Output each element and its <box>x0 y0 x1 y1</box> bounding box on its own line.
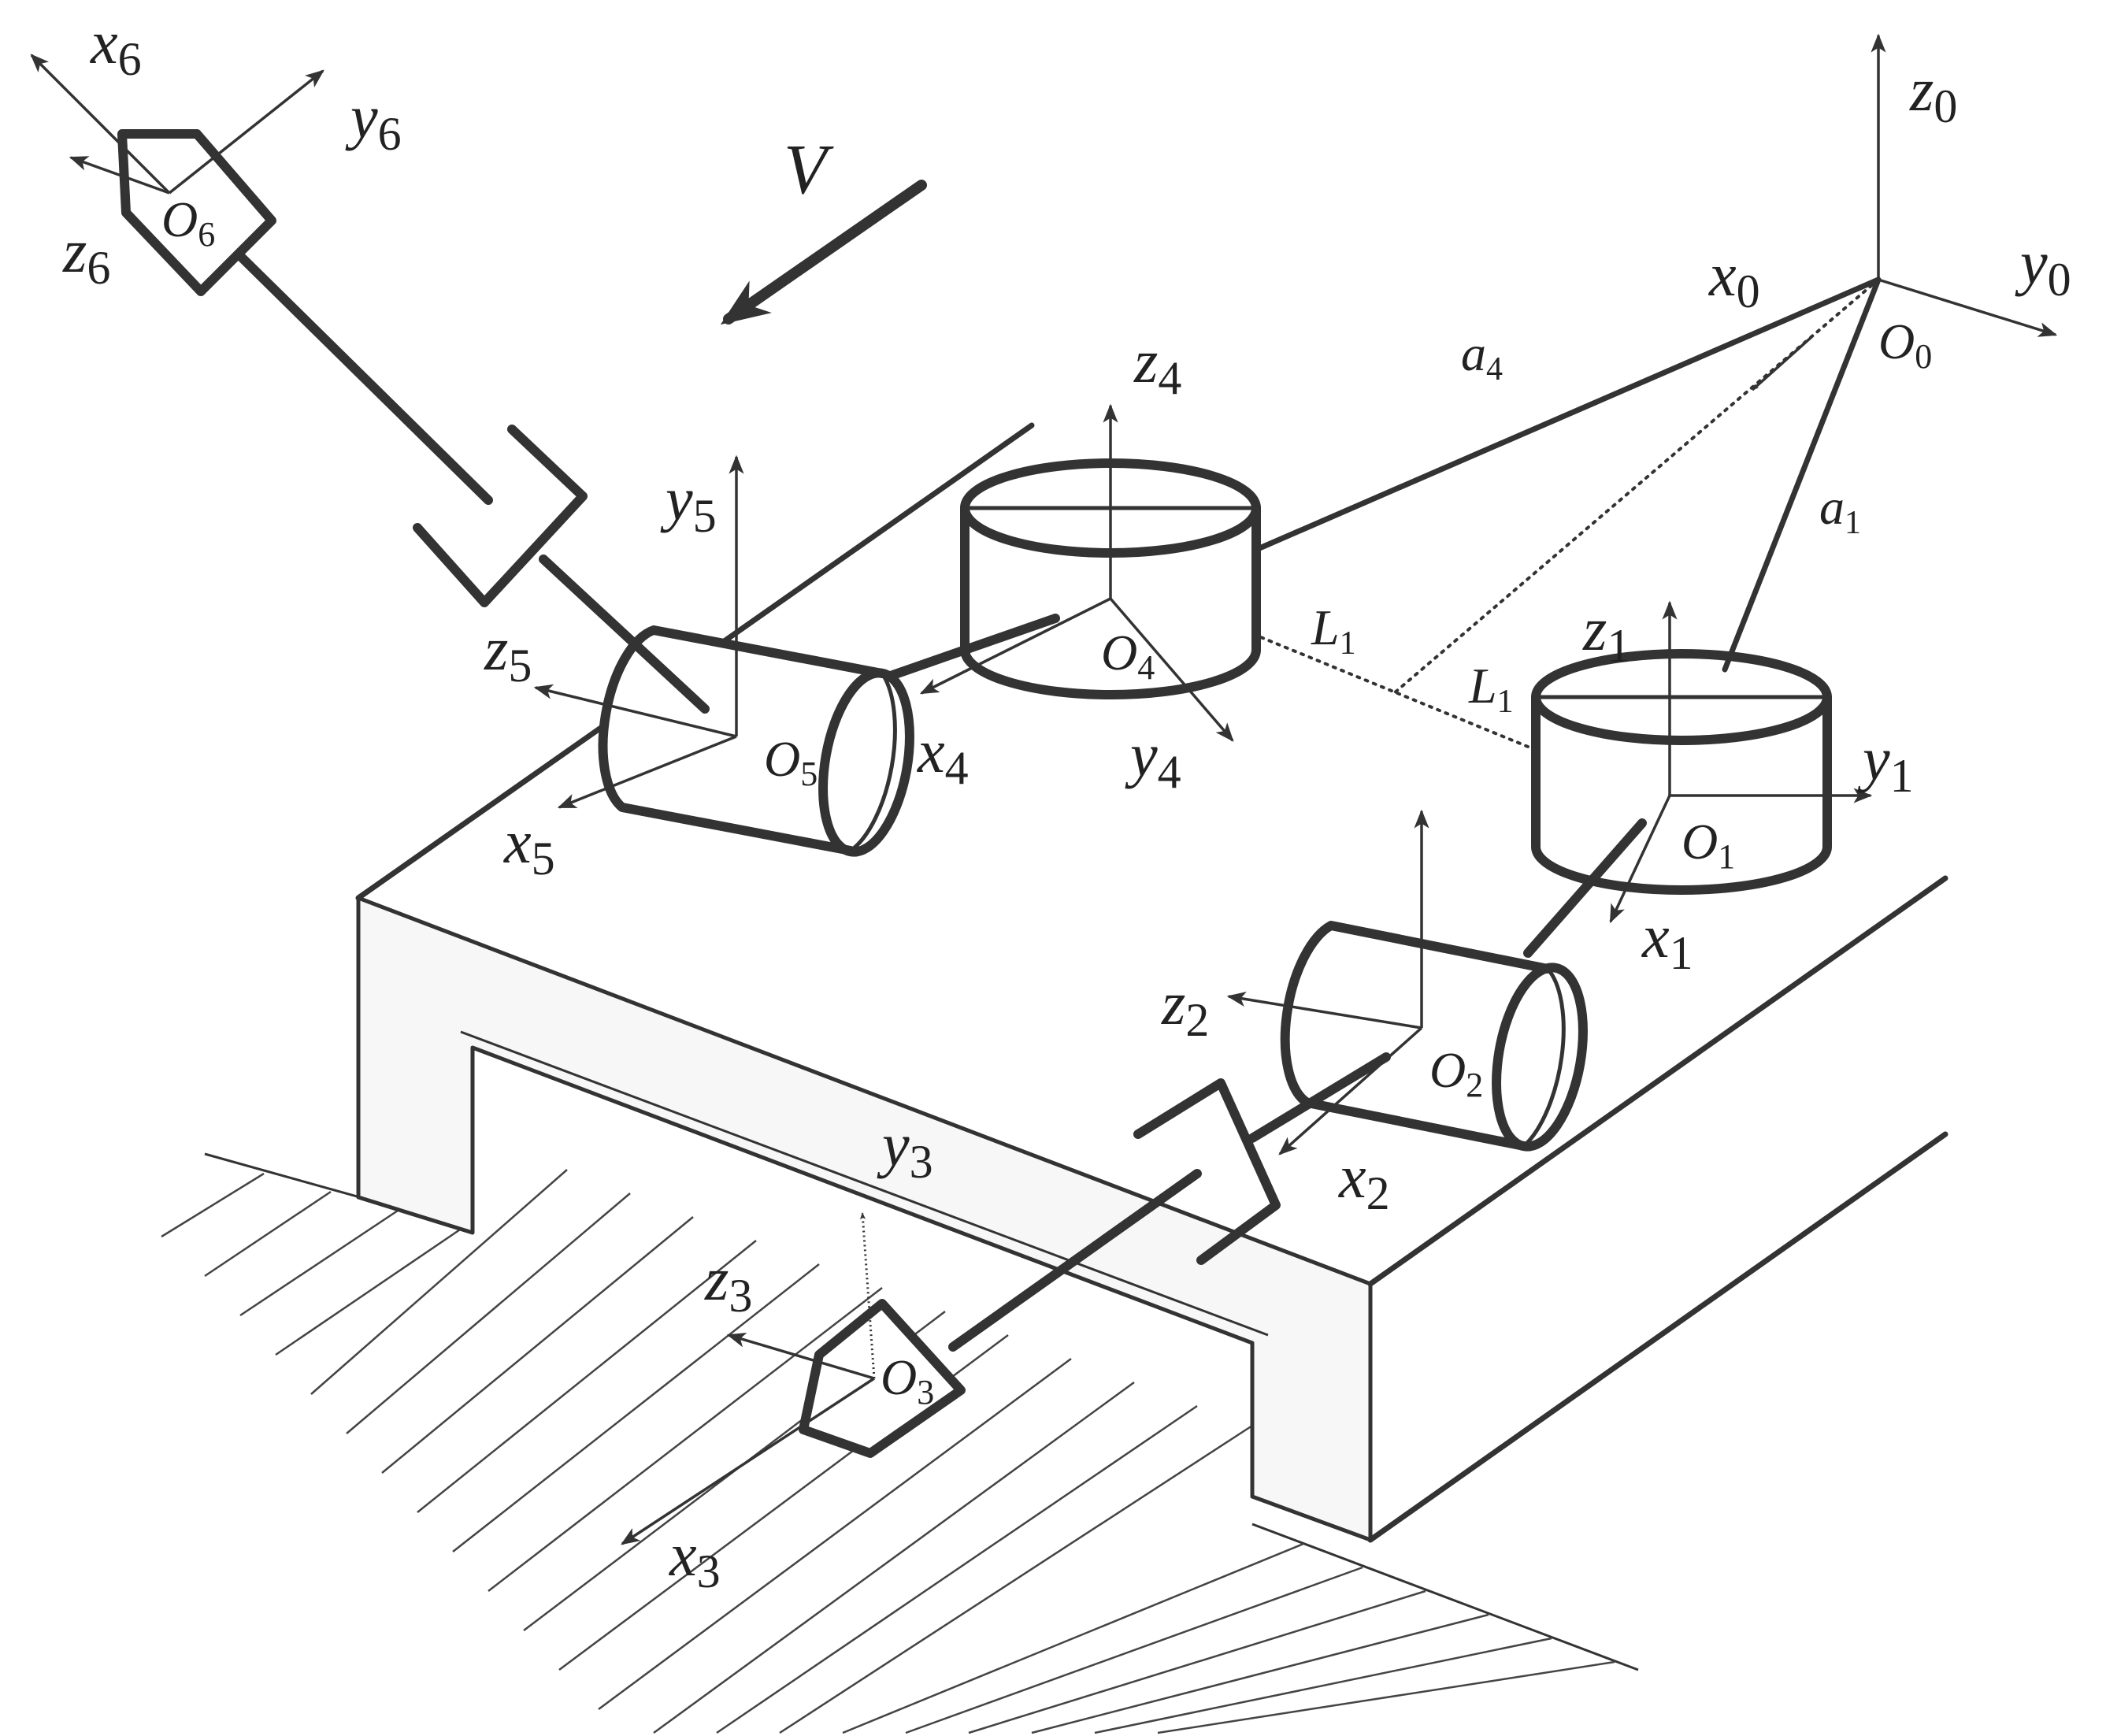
O2-label: O2 <box>1429 1042 1483 1104</box>
platform-bottom-right-edge <box>1367 1131 1948 1543</box>
x1-axis <box>1609 795 1671 924</box>
velocity-label: V <box>784 131 834 209</box>
link-1-2 <box>1523 818 1647 958</box>
link-a4 <box>1249 276 1882 555</box>
x2-label: x2 <box>1338 1142 1390 1219</box>
x6-axis <box>30 54 171 195</box>
z4-label: z4 <box>1133 327 1181 404</box>
joint-2: z2 x2 O2 <box>948 809 1588 1352</box>
joint-4: z4 y4 x4 O4 <box>881 327 1261 798</box>
platform-front-face <box>356 896 1373 1542</box>
z3-label: z3 <box>704 1245 752 1322</box>
link-5-6 <box>235 251 493 505</box>
hook-2 <box>1133 1078 1281 1265</box>
velocity-arrow <box>720 180 927 325</box>
joint-1: z1 y1 x1 O1 <box>1523 595 1914 979</box>
O4-label: O4 <box>1101 625 1155 687</box>
x5-label: x5 <box>503 807 555 885</box>
O1-label: O1 <box>1681 814 1735 876</box>
link-a1 <box>1722 276 1882 673</box>
z6-label: z6 <box>62 217 110 294</box>
x1-label: x1 <box>1641 902 1693 979</box>
L1-upper-label: L1 <box>1311 599 1356 662</box>
O0-label: O0 <box>1878 313 1932 376</box>
x3-axis <box>620 1377 875 1545</box>
velocity-indicator: V <box>720 131 927 325</box>
ground <box>161 1152 1639 1734</box>
gripper-3 <box>799 1299 966 1458</box>
L1-lower-label: L1 <box>1468 658 1514 720</box>
z2-axis <box>1226 992 1422 1029</box>
frame-0: z0 y0 x0 O0 a4 a1 <box>1249 33 2071 695</box>
hook-5 <box>413 425 588 607</box>
z3-axis <box>726 1332 875 1380</box>
z2-label: z2 <box>1161 969 1209 1046</box>
y4-axis <box>1109 597 1234 742</box>
joint-5: y5 z5 x5 O5 <box>235 251 914 885</box>
a1-label: a1 <box>1819 479 1861 541</box>
z1-label: z1 <box>1582 595 1630 672</box>
x5-axis <box>557 735 737 809</box>
x6-label: x6 <box>90 8 142 85</box>
bisector-arrow <box>1751 336 1813 391</box>
z6-axis <box>69 156 170 195</box>
joint-6: x6 y6 z6 O6 <box>30 8 402 296</box>
y3-label: y3 <box>877 1111 933 1188</box>
a4-label: a4 <box>1461 325 1503 388</box>
y4-label: y4 <box>1125 721 1181 798</box>
y3-axis <box>859 1212 876 1379</box>
y6-axis <box>168 69 324 195</box>
link-2-3 <box>948 1169 1202 1352</box>
platform-top-right-edge <box>1367 875 1948 1287</box>
z5-label: z5 <box>484 614 532 692</box>
link-2-hook <box>1248 1052 1391 1143</box>
L1-dimension: L1 L1 <box>1203 599 1533 750</box>
gripper-6 <box>117 129 276 296</box>
x4-axis <box>919 597 1111 695</box>
z0-label: z0 <box>1909 55 1957 132</box>
joint-3: y3 z3 x3 O3 <box>620 1111 966 1597</box>
O5-label: O5 <box>764 731 818 793</box>
z5-axis <box>533 684 737 738</box>
x4-label: x4 <box>917 717 969 794</box>
y6-label: y6 <box>345 83 402 160</box>
y5-label: y5 <box>660 465 717 542</box>
O3-label: O3 <box>881 1349 934 1411</box>
link-5-hook <box>539 555 710 714</box>
x3-label: x3 <box>669 1520 721 1597</box>
y0-label: y0 <box>2015 228 2071 306</box>
y1-label: y1 <box>1857 725 1914 802</box>
link-4-5 <box>881 614 1060 682</box>
y0-axis <box>1878 278 2058 337</box>
ground-hatching <box>161 1169 1615 1734</box>
O6-label: O6 <box>161 191 215 254</box>
x0-label: x0 <box>1708 240 1760 317</box>
x2-axis <box>1278 1026 1423 1155</box>
